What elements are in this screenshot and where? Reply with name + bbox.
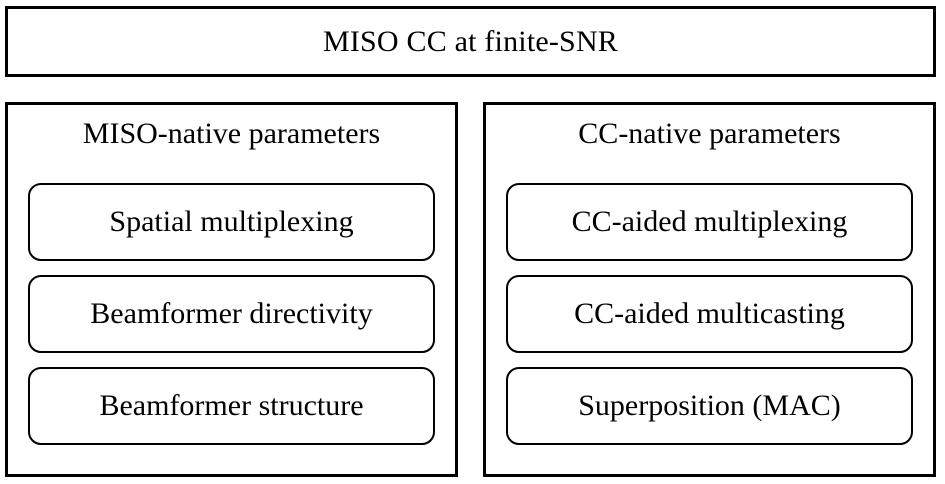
leaf-label: CC-aided multicasting bbox=[574, 297, 845, 330]
leaf-box-beamformer-directivity: Beamformer directivity bbox=[28, 275, 435, 353]
leaf-label: Beamformer directivity bbox=[90, 297, 373, 330]
panel-heading-cc-native: CC-native parameters bbox=[578, 117, 841, 150]
leaf-label: Spatial multiplexing bbox=[109, 205, 354, 238]
leaf-box-superposition-mac: Superposition (MAC) bbox=[506, 367, 913, 445]
panel-heading-miso-native: MISO-native parameters bbox=[82, 117, 381, 150]
leaf-list-cc-native: CC-aided multiplexing CC-aided multicast… bbox=[506, 183, 913, 445]
leaf-label: CC-aided multiplexing bbox=[571, 205, 848, 238]
leaf-box-cc-aided-multicasting: CC-aided multicasting bbox=[506, 275, 913, 353]
leaf-box-beamformer-structure: Beamformer structure bbox=[28, 367, 435, 445]
leaf-box-spatial-multiplexing: Spatial multiplexing bbox=[28, 183, 435, 261]
panel-cc-native: CC-native parameters CC-aided multiplexi… bbox=[483, 102, 936, 477]
leaf-list-miso-native: Spatial multiplexing Beamformer directiv… bbox=[28, 183, 435, 445]
leaf-label: Superposition (MAC) bbox=[578, 389, 841, 422]
leaf-box-cc-aided-multiplexing: CC-aided multiplexing bbox=[506, 183, 913, 261]
panel-miso-native: MISO-native parameters Spatial multiplex… bbox=[5, 102, 458, 477]
page-title: MISO CC at finite-SNR bbox=[322, 24, 619, 58]
title-box: MISO CC at finite-SNR bbox=[5, 6, 936, 77]
leaf-label: Beamformer structure bbox=[99, 389, 364, 422]
